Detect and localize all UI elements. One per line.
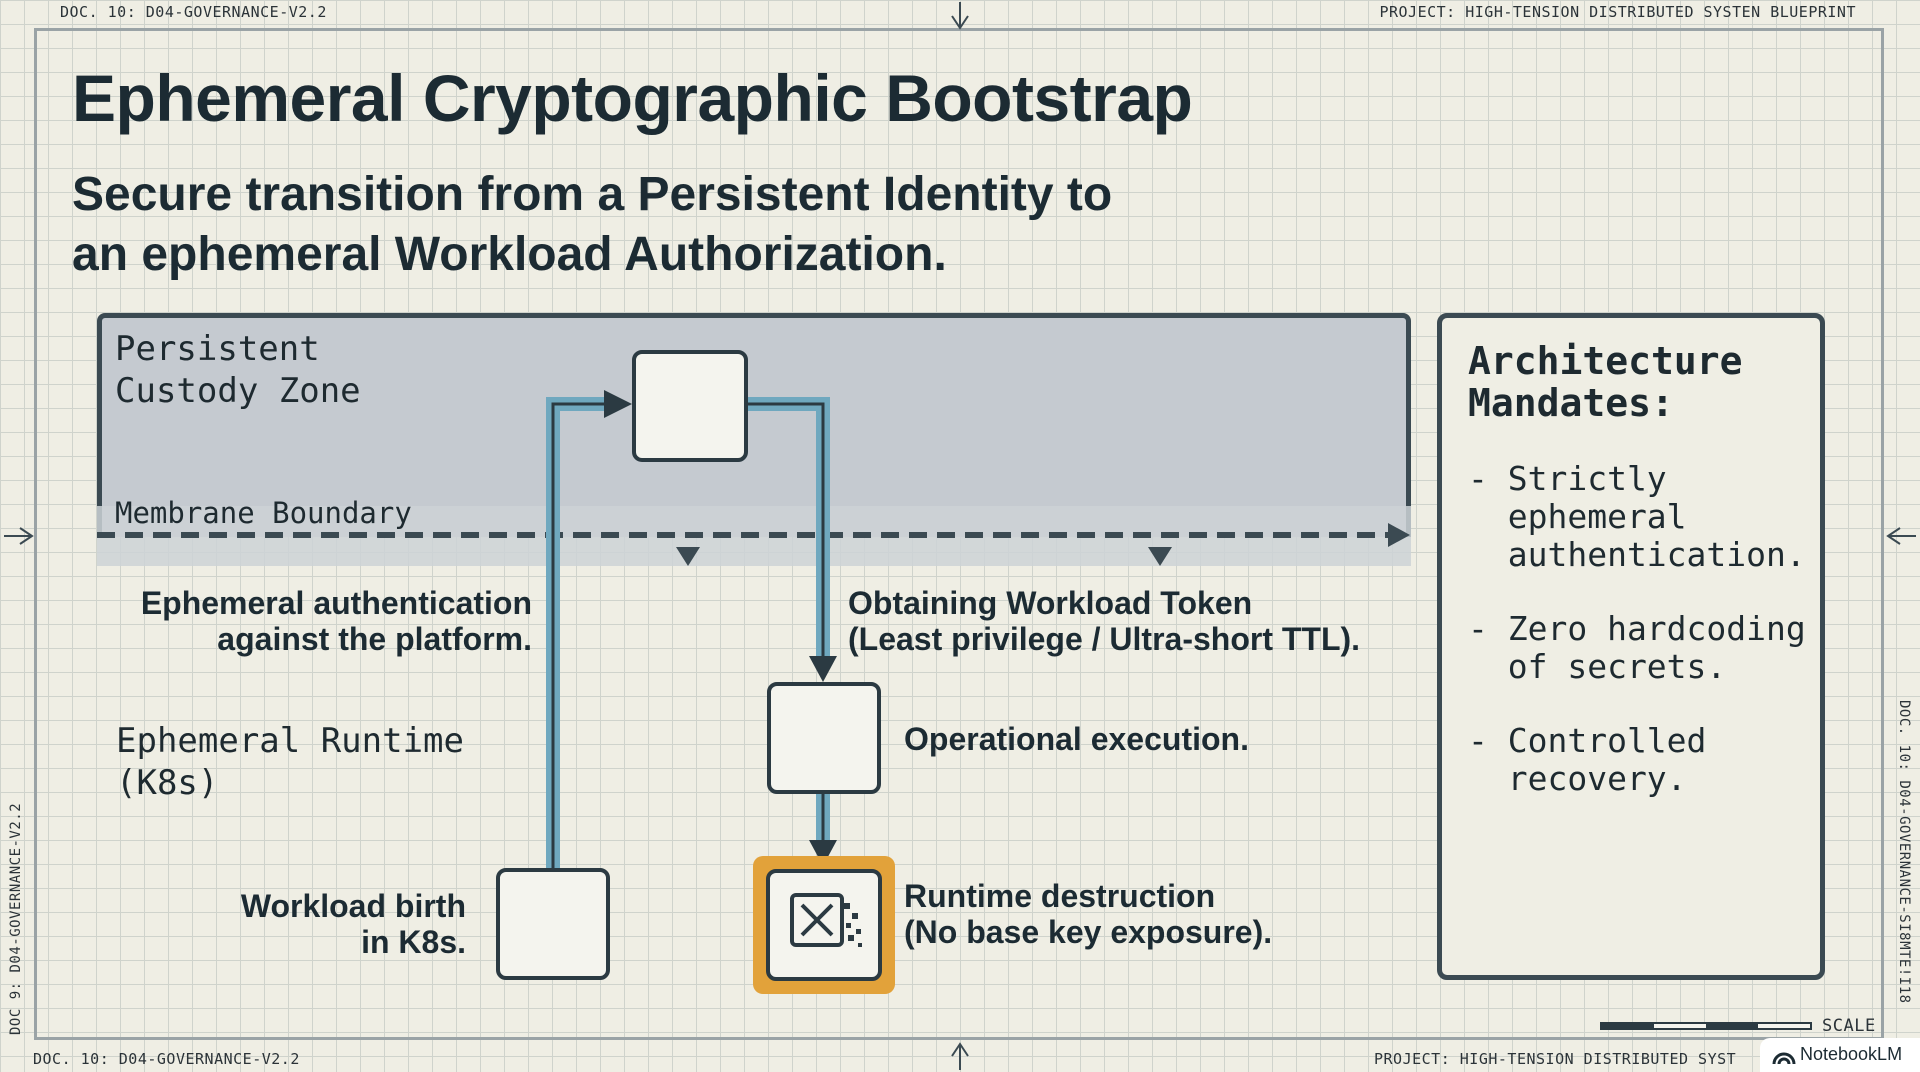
flow-birth-to-authority <box>546 397 612 870</box>
runtime-destruction-box <box>766 869 882 981</box>
label-workload-birth: Workload birth in K8s. <box>240 888 466 960</box>
footer-doc-id: DOC. 10: D04-GOVERNANCE-V2.2 <box>33 1050 300 1068</box>
scale-label: SCALE <box>1822 1016 1876 1036</box>
membrane-label: Membrane Boundary <box>115 496 412 530</box>
footer-project: PROJECT: HIGH-TENSION DISTRIBUTED SYST <box>1374 1050 1737 1068</box>
architecture-mandates-panel <box>1437 313 1825 980</box>
panel-title: Architecture Mandates: <box>1468 339 1743 425</box>
arrow-into-destroy <box>809 840 837 866</box>
page-subtitle: Secure transition from a Persistent Iden… <box>72 168 1113 281</box>
zone-label-runtime: Ephemeral Runtime (K8s) <box>116 721 464 803</box>
scale-bar <box>1600 1022 1812 1030</box>
persistent-custody-zone <box>97 313 1411 537</box>
arrow-into-authority <box>604 390 632 418</box>
identity-authority-box <box>632 350 748 462</box>
shredded-x-icon <box>790 893 862 947</box>
label-workload-token: Obtaining Workload Token (Least privileg… <box>848 585 1361 657</box>
operational-execution-box <box>767 682 881 794</box>
runtime-destruction-highlight <box>753 856 895 994</box>
label-runtime-destruction: Runtime destruction (No base key exposur… <box>904 878 1273 950</box>
workload-birth-box <box>496 868 610 980</box>
notebooklm-label: NotebookLM <box>1800 1044 1903 1064</box>
membrane-arrowhead <box>1388 523 1410 547</box>
notebooklm-logo-icon <box>1772 1052 1796 1065</box>
page-title: Ephemeral Cryptographic Bootstrap <box>72 61 1193 135</box>
membrane-drop-arrow-1 <box>676 547 700 566</box>
mandate-item: - Controlled recovery. <box>1468 721 1707 798</box>
mandate-item: - Zero hardcoding of secrets. <box>1468 609 1806 686</box>
arrow-into-exec <box>809 656 837 682</box>
notebooklm-badge[interactable]: NotebookLM <box>1760 1038 1920 1072</box>
label-ephemeral-auth: Ephemeral authentication against the pla… <box>140 585 532 657</box>
mandate-item: - Strictly ephemeral authentication. <box>1468 459 1806 574</box>
header-project: PROJECT: HIGH-TENSION DISTRIBUTED SYSTEN… <box>1379 3 1856 21</box>
header-doc-id: DOC. 10: D04-GOVERNANCE-V2.2 <box>60 3 327 21</box>
zone-label-persistent: Persistent Custody Zone <box>115 329 361 411</box>
label-operational-execution: Operational execution. <box>904 721 1249 757</box>
membrane-drop-arrow-2 <box>1148 547 1172 566</box>
registration-marks <box>4 2 1916 1070</box>
blueprint-frame <box>34 28 1884 1040</box>
